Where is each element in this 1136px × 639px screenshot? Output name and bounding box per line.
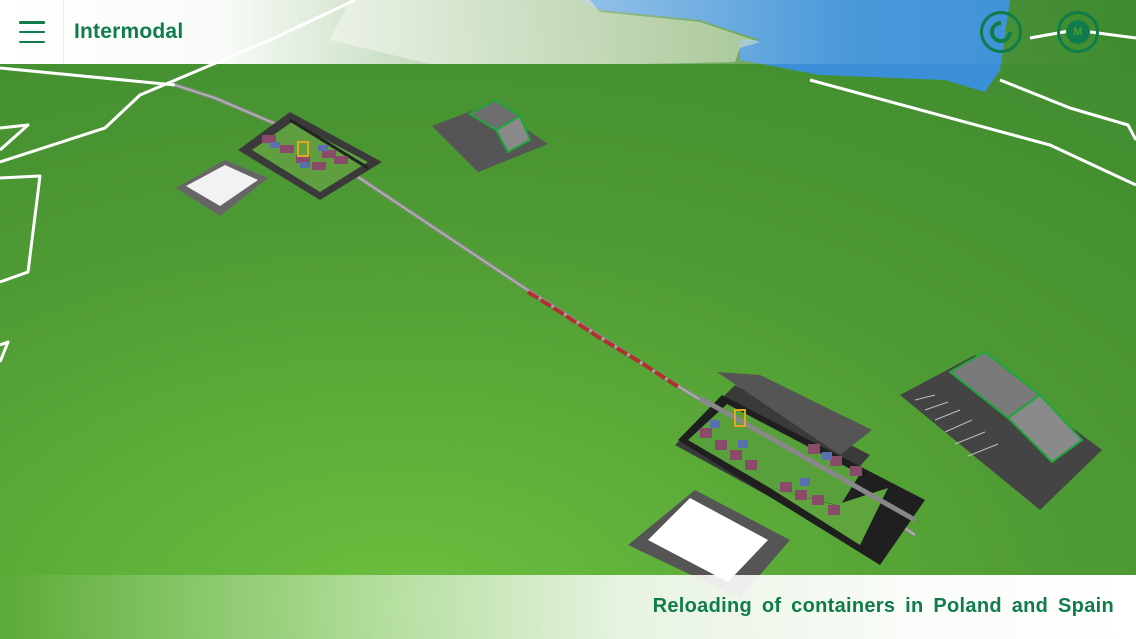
hamburger-icon <box>18 21 45 43</box>
menu-button[interactable] <box>0 0 64 64</box>
warehouse-south <box>900 350 1102 510</box>
terminal-south <box>628 372 925 598</box>
copyright-icon <box>985 16 1017 48</box>
top-app-bar: Intermodal <box>0 0 1136 64</box>
circle-m-icon: M <box>1066 20 1090 44</box>
copyright-button[interactable] <box>980 11 1022 53</box>
m-button[interactable]: M <box>1057 11 1099 53</box>
terminal-north <box>176 112 382 216</box>
page-title: Intermodal <box>74 20 184 43</box>
scene-caption: Reloading of containers in Poland and Sp… <box>652 595 1114 617</box>
caption-bar: Reloading of containers in Poland and Sp… <box>0 575 1136 639</box>
warehouse-north <box>432 98 548 172</box>
